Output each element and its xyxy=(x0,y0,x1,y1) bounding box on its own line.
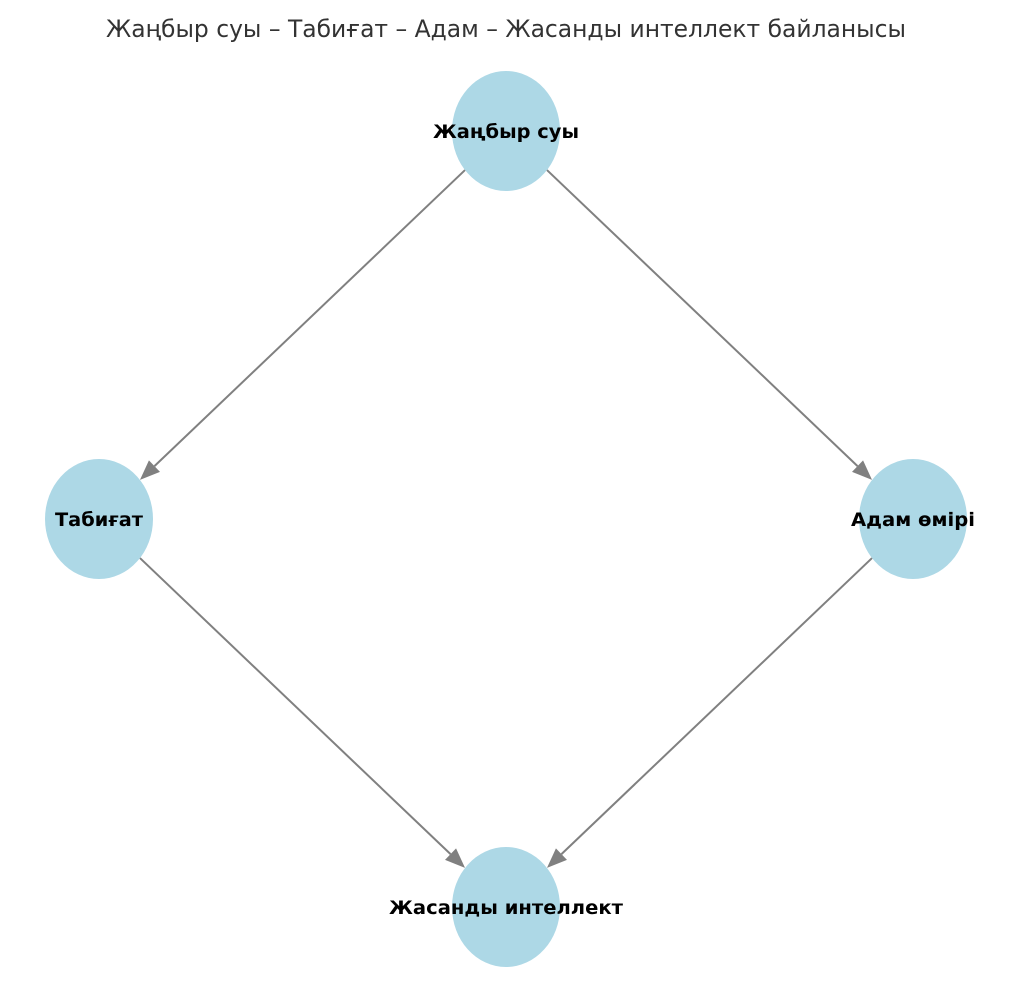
node-nature: Табиғат xyxy=(45,459,153,579)
arrowhead-icon xyxy=(852,460,873,480)
node-circle xyxy=(452,71,560,191)
node-circle xyxy=(859,459,967,579)
edge-human-ai xyxy=(546,557,873,868)
edge-line xyxy=(153,169,466,467)
edge-nature-ai xyxy=(139,557,466,868)
edge-rain-human xyxy=(546,169,873,480)
node-label: Табиғат xyxy=(55,509,143,531)
edges xyxy=(139,169,873,868)
node-label: Жаңбыр суы xyxy=(433,121,579,143)
diagram-title: Жаңбыр суы – Табиғат – Адам – Жасанды ин… xyxy=(106,15,906,43)
node-label: Жасанды интеллект xyxy=(389,897,623,919)
arrowhead-icon xyxy=(546,848,567,868)
node-ai: Жасанды интеллект xyxy=(389,847,623,967)
node-circle xyxy=(45,459,153,579)
node-circle xyxy=(452,847,560,967)
edge-line xyxy=(546,169,859,467)
edge-line xyxy=(139,557,452,855)
node-label: Адам өмірі xyxy=(851,509,975,531)
edge-line xyxy=(560,557,873,855)
arrowhead-icon xyxy=(445,848,466,868)
node-human: Адам өмірі xyxy=(851,459,975,579)
node-rain: Жаңбыр суы xyxy=(433,71,579,191)
arrowhead-icon xyxy=(139,460,160,480)
edge-rain-nature xyxy=(139,169,466,480)
